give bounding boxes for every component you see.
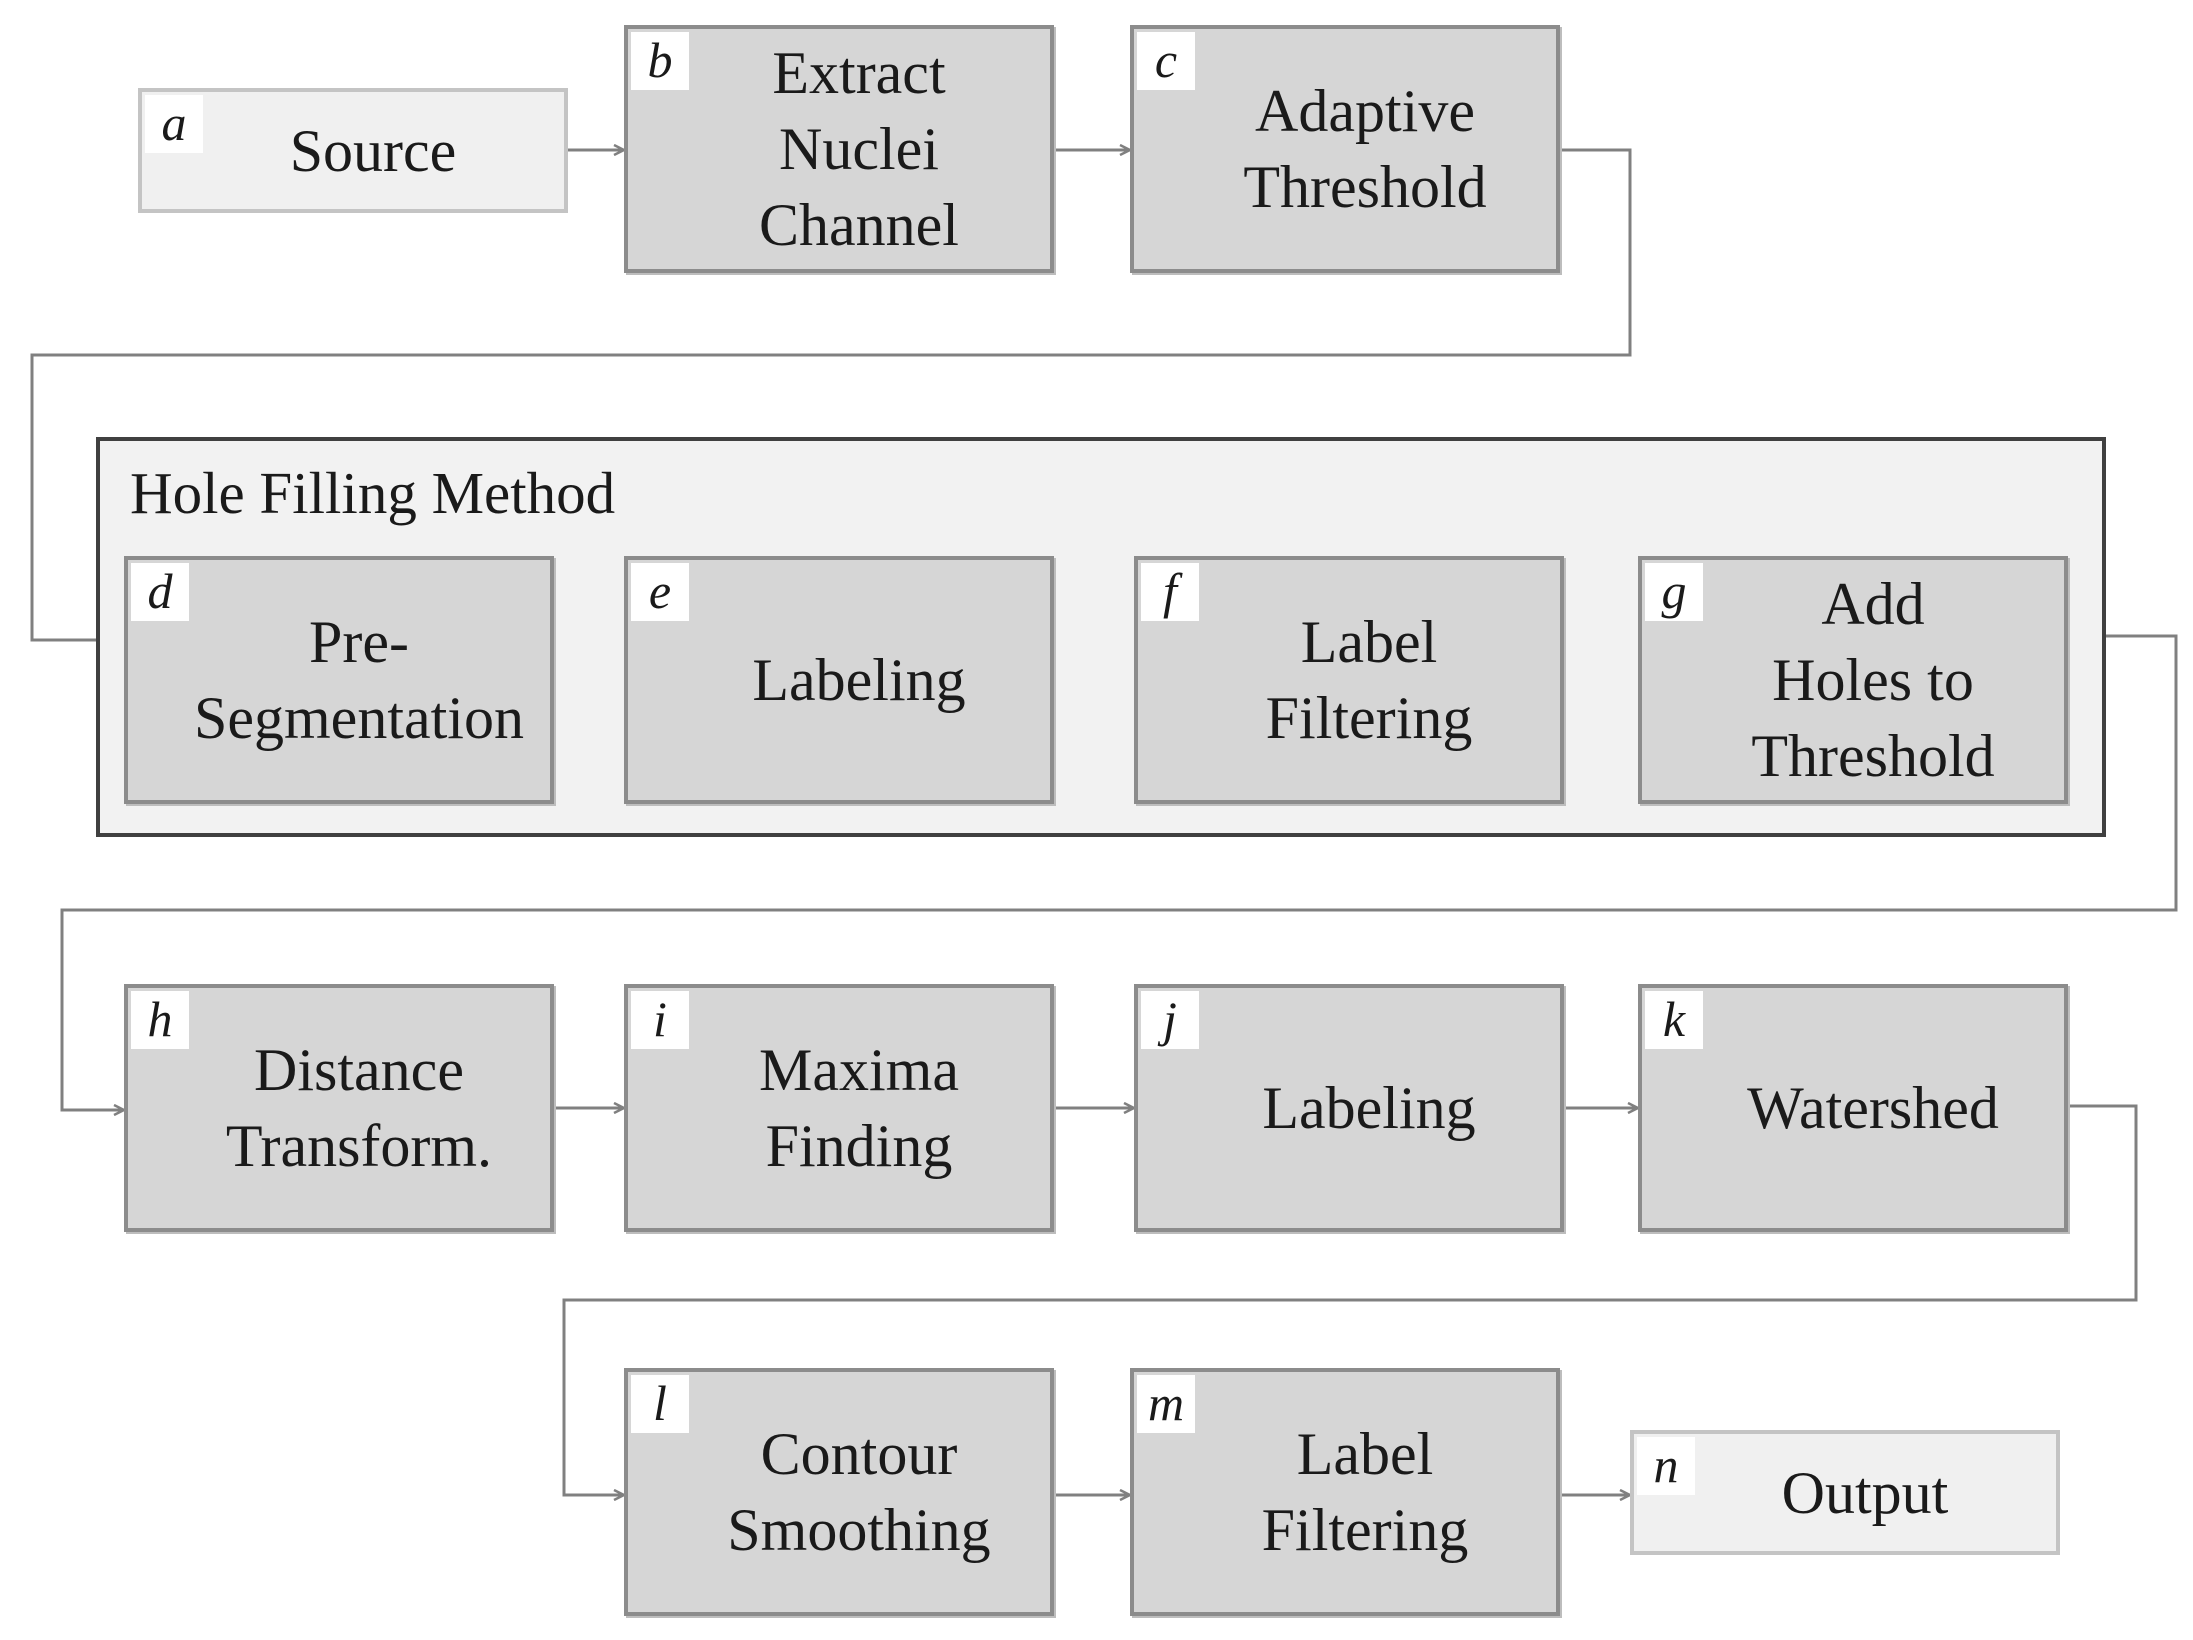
node-a-label: Source	[289, 117, 457, 184]
node-l: l Contour Smoothing	[624, 1368, 1054, 1616]
node-d-letter: d	[131, 563, 189, 621]
node-e-letter: e	[631, 563, 689, 621]
node-b: b Extract Nuclei Channel	[624, 25, 1054, 273]
node-h-letter: h	[131, 991, 189, 1049]
node-n-letter: n	[1637, 1437, 1695, 1495]
node-i: i Maxima Finding	[624, 984, 1054, 1232]
node-c-label: Adaptive Threshold	[1243, 78, 1487, 220]
node-j-letter: j	[1141, 991, 1199, 1049]
node-f-letter: f	[1141, 563, 1199, 621]
node-g-letter: g	[1645, 563, 1703, 621]
node-e-label: Labeling	[752, 647, 966, 713]
node-m: m Label Filtering	[1130, 1368, 1560, 1616]
node-j-label: Labeling	[1262, 1075, 1476, 1141]
node-j: j Labeling	[1134, 984, 1564, 1232]
node-c-letter: c	[1137, 32, 1195, 90]
node-n: n Output	[1630, 1430, 2060, 1555]
node-f: f Label Filtering	[1134, 556, 1564, 804]
node-g: g Add Holes to Threshold	[1638, 556, 2068, 804]
group-title: Hole Filling Method	[130, 460, 616, 526]
node-i-letter: i	[631, 991, 689, 1049]
node-l-letter: l	[631, 1375, 689, 1433]
node-e: e Labeling	[624, 556, 1054, 804]
node-h-label: Distance Transform.	[225, 1037, 493, 1179]
node-l-label: Contour Smoothing	[727, 1421, 991, 1563]
node-k: k Watershed	[1638, 984, 2068, 1232]
node-b-label: Extract Nuclei Channel	[759, 40, 959, 258]
node-f-label: Label Filtering	[1265, 609, 1473, 751]
node-g-label: Add Holes to Threshold	[1751, 571, 1995, 789]
edge-c-to-d	[30, 148, 1632, 640]
edge-k-to-l	[562, 1104, 2138, 1495]
node-d-label: Pre- Segmentation	[194, 609, 524, 751]
node-b-letter: b	[631, 32, 689, 90]
node-h: h Distance Transform.	[124, 984, 554, 1232]
node-a: a Source	[138, 88, 568, 213]
node-m-letter: m	[1137, 1375, 1195, 1433]
node-c: c Adaptive Threshold	[1130, 25, 1560, 273]
node-n-label: Output	[1781, 1459, 1949, 1526]
node-k-letter: k	[1645, 991, 1703, 1049]
node-k-label: Watershed	[1747, 1075, 1999, 1141]
node-a-letter: a	[145, 95, 203, 153]
edge-g-to-h	[60, 634, 2178, 1110]
node-m-label: Label Filtering	[1261, 1421, 1469, 1563]
node-i-label: Maxima Finding	[759, 1037, 959, 1179]
node-d: d Pre- Segmentation	[124, 556, 554, 804]
